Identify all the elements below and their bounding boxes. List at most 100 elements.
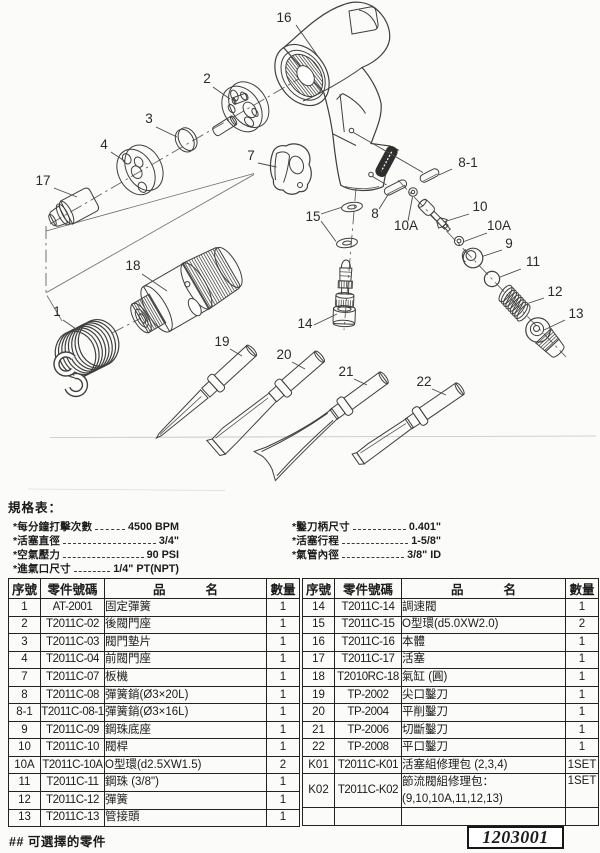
cell-partno: TP-2008: [334, 738, 402, 757]
document-number-box: 1203001: [467, 826, 564, 849]
cell-qty: 1: [565, 668, 599, 687]
spec-value: 4500 BPM: [127, 521, 179, 533]
cell-qty: 1: [266, 633, 300, 652]
spec-dotted-leader: [63, 536, 156, 544]
callout-label: 14: [297, 316, 313, 331]
callout-leader: [498, 268, 522, 278]
cell-name: 前閥門座: [104, 650, 267, 670]
callout-label: 3: [145, 111, 153, 126]
spec-value: 1-5/8": [411, 534, 441, 547]
cell-partno: TP-2002: [334, 685, 402, 705]
part-2-rear-valve-seat: [212, 81, 270, 137]
callout-label: 1: [53, 304, 61, 319]
cell-name: 管接頭: [104, 808, 267, 828]
parts-9-to-13-valve-chain: [408, 187, 565, 358]
callout-label: 10: [472, 199, 487, 214]
callout-leader: [53, 187, 78, 198]
callout-leader: [291, 361, 306, 370]
callout-label: 21: [338, 364, 353, 379]
construction-lines: [27, 76, 597, 491]
cell-no: 20: [302, 703, 335, 722]
cell-empty: [334, 807, 402, 827]
cell-qty: 1: [266, 808, 300, 828]
spec-row: *每分鐘打擊次數 4500 BPM: [13, 519, 179, 533]
callout-label: 15: [305, 209, 320, 224]
cell-name: 氣缸 (圓): [401, 668, 566, 687]
cell-no: 13: [8, 808, 41, 828]
part-1-fixed-spring: [53, 319, 120, 398]
spec-row: *活塞行程 1-5/8": [292, 533, 441, 547]
cell-no: 22: [302, 738, 335, 757]
cell-name: 鋼珠底座: [104, 720, 267, 740]
cell-qty: 1: [266, 668, 300, 687]
cell-partno: T2011C-K02: [334, 773, 402, 809]
cell-qty: 1SET: [565, 773, 599, 809]
callout-leader: [62, 319, 80, 332]
part-14-speed-valve: [332, 259, 356, 328]
spec-dotted-leader: [342, 536, 409, 544]
spec-label: *每分鐘打擊次數: [13, 521, 93, 533]
cell-name: 彈簧: [104, 791, 267, 810]
cell-name: 閥門墊片: [104, 633, 267, 652]
cell-no: 11: [8, 773, 41, 793]
spec-value: 3/8" ID: [407, 548, 441, 561]
cell-no: 15: [302, 615, 335, 635]
callout-label: 9: [505, 236, 513, 251]
cell-qty: 1: [565, 633, 599, 652]
cell-name: 平口鑿刀: [401, 738, 566, 757]
spec-dotted-leader: [63, 550, 144, 558]
callout-label: 17: [35, 173, 50, 188]
part-3-valve-gasket: [174, 127, 198, 153]
callout-leader: [353, 378, 368, 386]
cell-qty: 1: [565, 703, 599, 722]
callout-leader: [443, 213, 470, 223]
cell-name: 固定彈簧: [104, 598, 267, 617]
callout-leader: [481, 249, 503, 257]
cell-empty: [302, 807, 335, 827]
callout-leader: [320, 220, 337, 242]
callout-label: 13: [568, 306, 583, 321]
callout-leader: [141, 273, 168, 292]
cell-name: 閥桿: [104, 738, 267, 757]
cell-no: K01: [302, 755, 335, 775]
col-header-partno: 零件號碼: [334, 578, 402, 599]
callout-leader: [229, 348, 243, 357]
optional-parts-footnote: ## 可選擇的零件: [9, 835, 106, 849]
cell-name: 調速閥: [401, 598, 566, 617]
callout-leader: [527, 297, 545, 304]
cell-qty: 1: [266, 650, 300, 670]
callout-leader: [257, 162, 277, 168]
cell-qty: 1: [266, 703, 300, 722]
cell-name: 平削鑿刀: [401, 703, 566, 722]
spec-dotted-leader: [352, 522, 406, 530]
cell-name-line2: (9,10,10A,11,12,13): [402, 792, 503, 805]
spec-label: *活塞行程: [292, 534, 340, 547]
callout-label: 4: [100, 137, 108, 152]
callout-label: 11: [526, 254, 540, 269]
callout-leader: [463, 232, 488, 242]
part-16-body: [274, 1, 424, 192]
cell-partno: T2011C-16: [334, 633, 402, 652]
cell-partno: T2011C-K01: [334, 755, 402, 775]
cell-no: 12: [8, 791, 41, 810]
cell-partno: T2011C-11: [40, 773, 105, 793]
callout-label: 22: [416, 374, 431, 389]
cell-name: 彈簧銷(Ø3×16L): [104, 703, 267, 722]
callout-label: 20: [276, 347, 291, 362]
cell-no: 4: [8, 650, 41, 670]
